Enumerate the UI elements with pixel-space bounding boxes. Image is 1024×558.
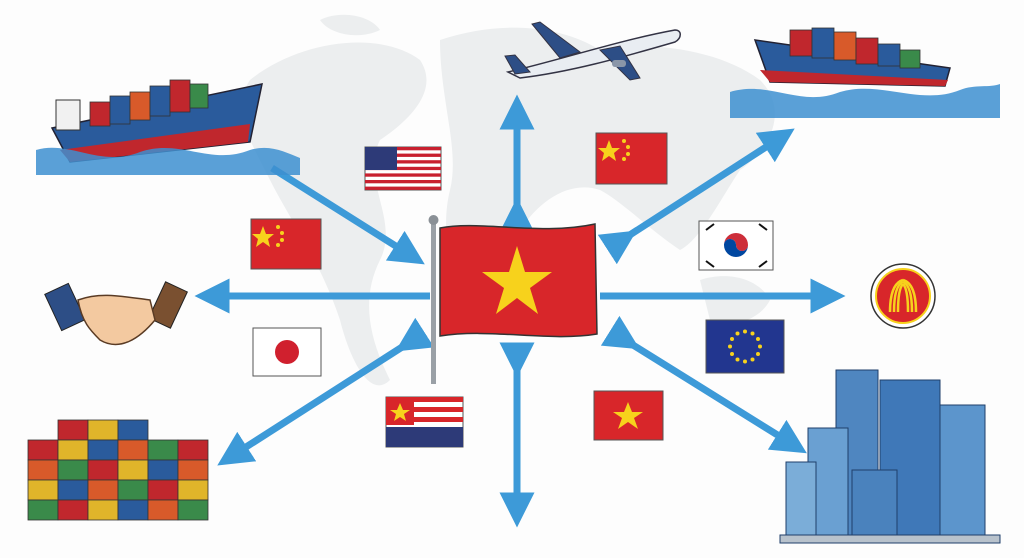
- arrow-lower-left: [217, 317, 435, 466]
- container-icon: [147, 459, 179, 481]
- arrows: [194, 94, 846, 528]
- container-icon: [177, 439, 209, 461]
- container-icon: [87, 419, 119, 441]
- eu-star-icon: [750, 357, 755, 362]
- cargo-ship-icon: [36, 79, 300, 175]
- container-icon: [57, 499, 89, 521]
- handshake-icon: [44, 281, 188, 346]
- flag-european-union: [705, 319, 785, 374]
- eu-star-icon: [743, 329, 747, 334]
- arrow-upper-left: [270, 165, 425, 265]
- container-icon: [87, 459, 119, 481]
- flag-china: [595, 132, 668, 185]
- container-icon: [27, 479, 59, 501]
- container-icon: [57, 419, 89, 441]
- office-buildings-icon: [779, 369, 1001, 544]
- eu-star-icon: [750, 331, 755, 336]
- eu-star-icon: [743, 359, 747, 364]
- container-icon: [177, 499, 209, 521]
- airplane-icon: [504, 21, 681, 81]
- flag-united-states: [364, 146, 442, 191]
- container-icon: [117, 479, 149, 501]
- container-icon: [27, 459, 59, 481]
- cargo-ship-icon: [730, 27, 1000, 118]
- container-icon: [87, 499, 119, 521]
- arrow-lower-right: [600, 315, 807, 454]
- eu-star-icon: [730, 337, 735, 341]
- container-icon: [57, 439, 89, 461]
- asean-emblem-icon: [870, 263, 936, 329]
- eu-star-icon: [758, 344, 762, 349]
- flag-south-korea: [698, 220, 774, 271]
- container-icon: [27, 439, 59, 461]
- container-icon: [117, 419, 149, 441]
- vietnam-flag-icon: [428, 215, 598, 384]
- shipping-containers-icon: [27, 419, 209, 521]
- container-icon: [147, 499, 179, 521]
- eu-star-icon: [735, 331, 740, 336]
- container-icon: [147, 439, 179, 461]
- container-icon: [177, 459, 209, 481]
- container-icon: [57, 479, 89, 501]
- eu-star-icon: [755, 337, 760, 341]
- container-icon: [87, 479, 119, 501]
- container-icon: [57, 459, 89, 481]
- eu-star-icon: [730, 352, 735, 356]
- container-icon: [117, 439, 149, 461]
- container-icon: [117, 499, 149, 521]
- container-icon: [27, 499, 59, 521]
- flag-striped: [385, 396, 464, 448]
- container-icon: [117, 459, 149, 481]
- eu-star-icon: [735, 357, 740, 362]
- flag-japan: [252, 327, 322, 377]
- container-icon: [177, 479, 209, 501]
- flag-vietnam: [593, 390, 664, 441]
- arrow-upper-right: [597, 128, 795, 265]
- eu-star-icon: [755, 352, 760, 356]
- eu-star-icon: [728, 344, 732, 349]
- container-icon: [147, 479, 179, 501]
- flag-china: [250, 218, 322, 270]
- container-icon: [87, 439, 119, 461]
